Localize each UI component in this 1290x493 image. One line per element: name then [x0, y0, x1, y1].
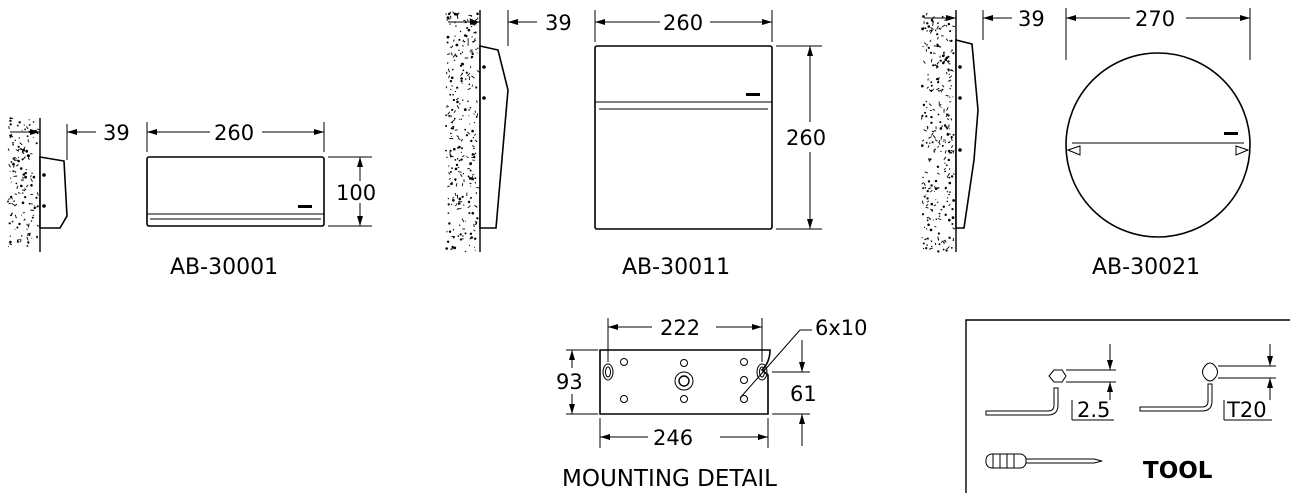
wall-section [445, 10, 481, 253]
height-label: 100 [336, 181, 376, 205]
model-ab-30021: 39 270 AB-30021 [920, 7, 1251, 280]
side-profile [39, 156, 68, 229]
hex-size-label: 2.5 [1077, 398, 1110, 422]
hole-offset-label: 61 [790, 382, 817, 406]
width-label: 260 [663, 11, 703, 35]
depth-label: 39 [103, 121, 130, 145]
hole-spacing-label: 222 [660, 316, 700, 340]
plate-height-label: 93 [556, 370, 583, 394]
model-name: AB-30001 [170, 255, 278, 280]
model-ab-30011: 39 260 260 AB-30011 [445, 10, 826, 280]
model-name: AB-30021 [1092, 255, 1200, 280]
tool-title: TOOL [1143, 458, 1213, 484]
mounting-detail: 222 6x10 93 61 246 MOUNTING DETAIL [556, 316, 868, 492]
tool-box-frame [965, 319, 1290, 493]
model-ab-30001: 39 260 100 AB-30001 [7, 117, 376, 280]
mounting-title: MOUNTING DETAIL [562, 466, 777, 492]
wall-section [920, 10, 957, 253]
height-label: 260 [786, 126, 826, 150]
front-view [1065, 52, 1251, 238]
screwdriver-icon [985, 453, 1103, 469]
torx-size-label: T20 [1226, 398, 1267, 422]
plate-width-label: 246 [653, 426, 693, 450]
width-label: 260 [214, 121, 254, 145]
torx-key-icon: T20 [1139, 344, 1276, 422]
tool-box: 2.5 T20 TOOL [965, 319, 1290, 493]
depth-label: 39 [545, 11, 572, 35]
width-label: 270 [1135, 7, 1175, 31]
depth-label: 39 [1018, 7, 1045, 31]
front-view [594, 45, 773, 230]
wall-section [7, 117, 41, 252]
mounting-plate [599, 349, 771, 415]
hex-key-icon: 2.5 [985, 344, 1116, 422]
side-profile [955, 38, 979, 229]
hole-size-label: 6x10 [815, 316, 868, 340]
front-view [146, 156, 325, 227]
side-profile [479, 45, 509, 229]
model-name: AB-30011 [622, 255, 730, 280]
